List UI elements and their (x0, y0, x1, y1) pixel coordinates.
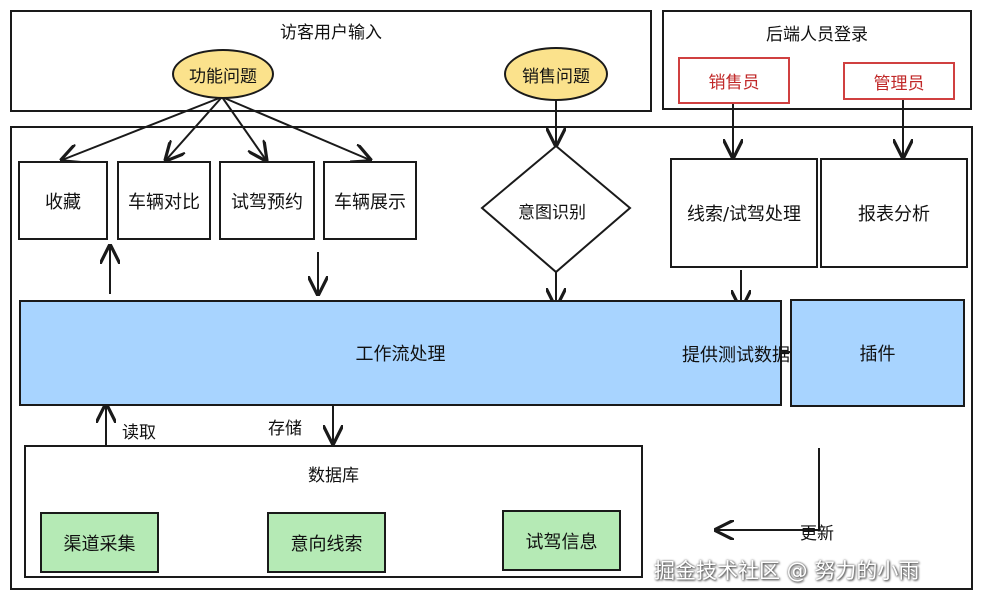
store-label: 存储 (268, 419, 302, 439)
salesperson-role: 销售员 (678, 57, 790, 104)
read-label: 读取 (122, 423, 156, 443)
main-system-frame (10, 126, 973, 590)
intent-diamond (480, 144, 632, 274)
watermark: 掘金技术社区 @ 努力的小雨 (654, 559, 920, 583)
test-drive-booking-box: 试驾预约 (219, 161, 315, 240)
intent-recognition-label: 意图识别 (518, 203, 586, 223)
channel-collection-box: 渠道采集 (40, 512, 159, 573)
arrow-function-to-compare (166, 96, 223, 160)
report-analysis-box: 报表分析 (820, 158, 968, 268)
arrow-function-to-favorites (62, 96, 223, 160)
vehicle-display-box: 车辆展示 (323, 161, 417, 240)
sales-question-node: 销售问题 (504, 47, 608, 101)
arrow-update (716, 448, 820, 530)
visitor-input-panel: 访客用户输入 (10, 10, 652, 112)
test-drive-info-box: 试驾信息 (502, 510, 621, 571)
plugin-box: 插件 (790, 299, 965, 407)
intent-leads-box: 意向线索 (267, 512, 386, 573)
compare-box: 车辆对比 (117, 161, 211, 240)
workflow-box: 工作流处理 (19, 300, 782, 406)
database-title: 数据库 (308, 466, 359, 486)
function-question-node: 功能问题 (172, 49, 274, 99)
admin-role: 管理员 (843, 62, 955, 100)
backend-login-panel: 后端人员登录 (662, 10, 972, 110)
backend-login-title: 后端人员登录 (766, 25, 868, 45)
visitor-input-title: 访客用户输入 (280, 23, 382, 43)
arrow-function-to-display (221, 96, 370, 160)
update-label: 更新 (800, 524, 834, 544)
arrow-function-to-booking (221, 96, 266, 160)
provide-test-data-label: 提供测试数据 (682, 345, 790, 366)
favorites-box: 收藏 (18, 161, 108, 240)
lead-processing-box: 线索/试驾处理 (670, 158, 818, 268)
